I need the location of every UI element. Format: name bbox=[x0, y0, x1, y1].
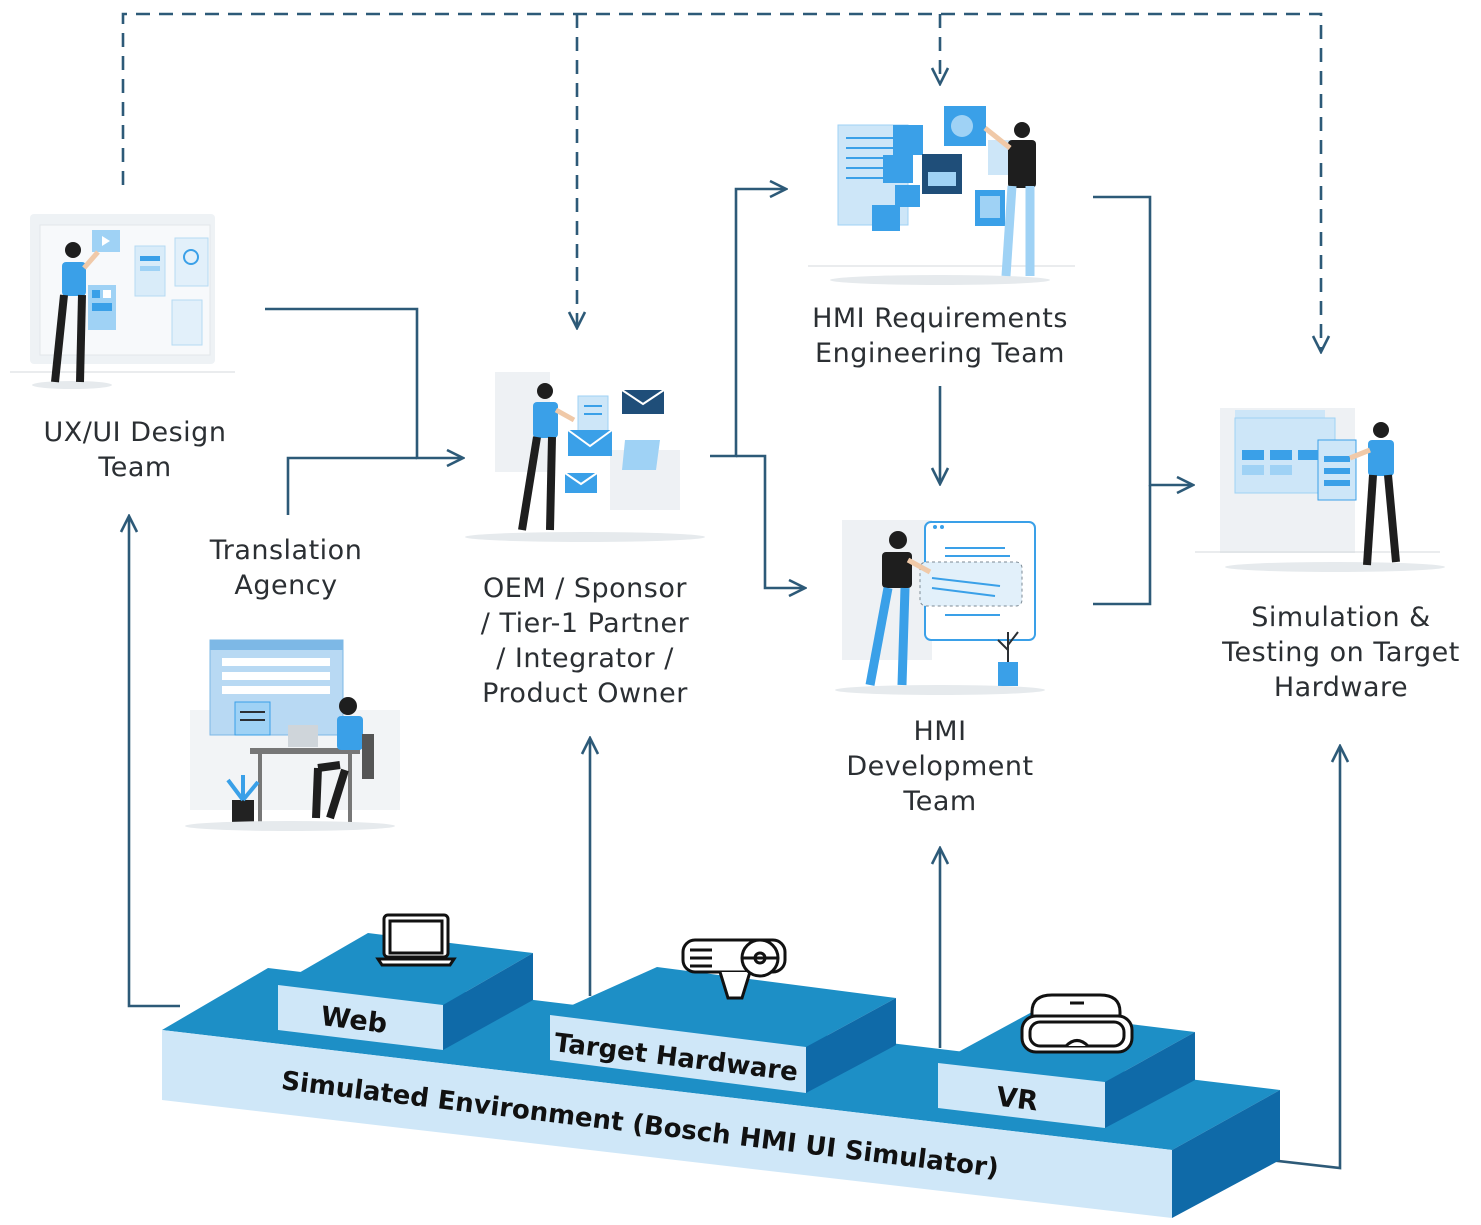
node-label-line: Testing on Target bbox=[1222, 637, 1460, 668]
base-side bbox=[1172, 1090, 1280, 1218]
node-label-line: Agency bbox=[234, 570, 338, 601]
node-translation-agency: Translation Agency bbox=[176, 533, 396, 603]
node-label-line: Product Owner bbox=[482, 678, 688, 709]
oem-illustration bbox=[465, 372, 705, 542]
node-oem-sponsor: OEM / Sponsor / Tier-1 Partner / Integra… bbox=[455, 571, 715, 711]
requirements-illustration bbox=[808, 106, 1075, 285]
node-label-line: Engineering Team bbox=[815, 338, 1065, 369]
developer-illustration bbox=[835, 520, 1045, 695]
base-front bbox=[162, 1030, 1172, 1218]
dashed-feedback-loop bbox=[121, 12, 1321, 352]
node-label-line: HMI bbox=[913, 716, 967, 747]
node-simulation-testing: Simulation & Testing on Target Hardware bbox=[1206, 600, 1476, 705]
flow-arrows bbox=[129, 189, 1340, 1170]
simulator-platform: Web Target Hardware VR Simulated Environ… bbox=[162, 933, 1280, 1218]
ux-designer-illustration bbox=[10, 214, 235, 389]
node-label-line: UX/UI Design bbox=[43, 417, 227, 448]
node-label-line: Simulation & bbox=[1251, 602, 1431, 633]
node-label-line: Team bbox=[98, 452, 172, 483]
node-label-line: / Integrator / bbox=[496, 643, 674, 674]
node-label-line: Hardware bbox=[1273, 672, 1409, 703]
platform-label-vr: VR bbox=[994, 1082, 1039, 1118]
simulation-illustration bbox=[1195, 408, 1445, 572]
node-label-line: Translation bbox=[209, 535, 363, 566]
arrow-simulator-to-ux bbox=[129, 516, 180, 1008]
node-label-line: HMI Requirements bbox=[812, 303, 1068, 334]
translator-illustration bbox=[185, 639, 400, 831]
node-label-line: Team bbox=[903, 786, 977, 817]
node-label-line: Development bbox=[846, 751, 1034, 782]
node-label-line: OEM / Sponsor bbox=[483, 573, 687, 604]
arrow-ux-to-oem bbox=[265, 307, 463, 458]
node-ux-ui-design-team: UX/UI Design Team bbox=[20, 415, 250, 485]
node-hmi-requirements: HMI Requirements Engineering Team bbox=[790, 301, 1090, 371]
driving-simulator-icon bbox=[681, 938, 787, 1000]
arrow-development-to-simulation bbox=[1093, 485, 1152, 606]
arrow-translation-to-oem bbox=[286, 456, 417, 515]
laptop-icon bbox=[375, 913, 457, 967]
arrow-oem-to-requirements bbox=[710, 189, 786, 458]
node-label-line: / Tier-1 Partner bbox=[480, 608, 690, 639]
arrow-oem-to-development bbox=[736, 454, 805, 588]
node-hmi-development: HMI Development Team bbox=[820, 714, 1060, 819]
arrow-requirements-to-simulation bbox=[1093, 195, 1193, 485]
vr-headset-icon bbox=[1020, 993, 1134, 1054]
